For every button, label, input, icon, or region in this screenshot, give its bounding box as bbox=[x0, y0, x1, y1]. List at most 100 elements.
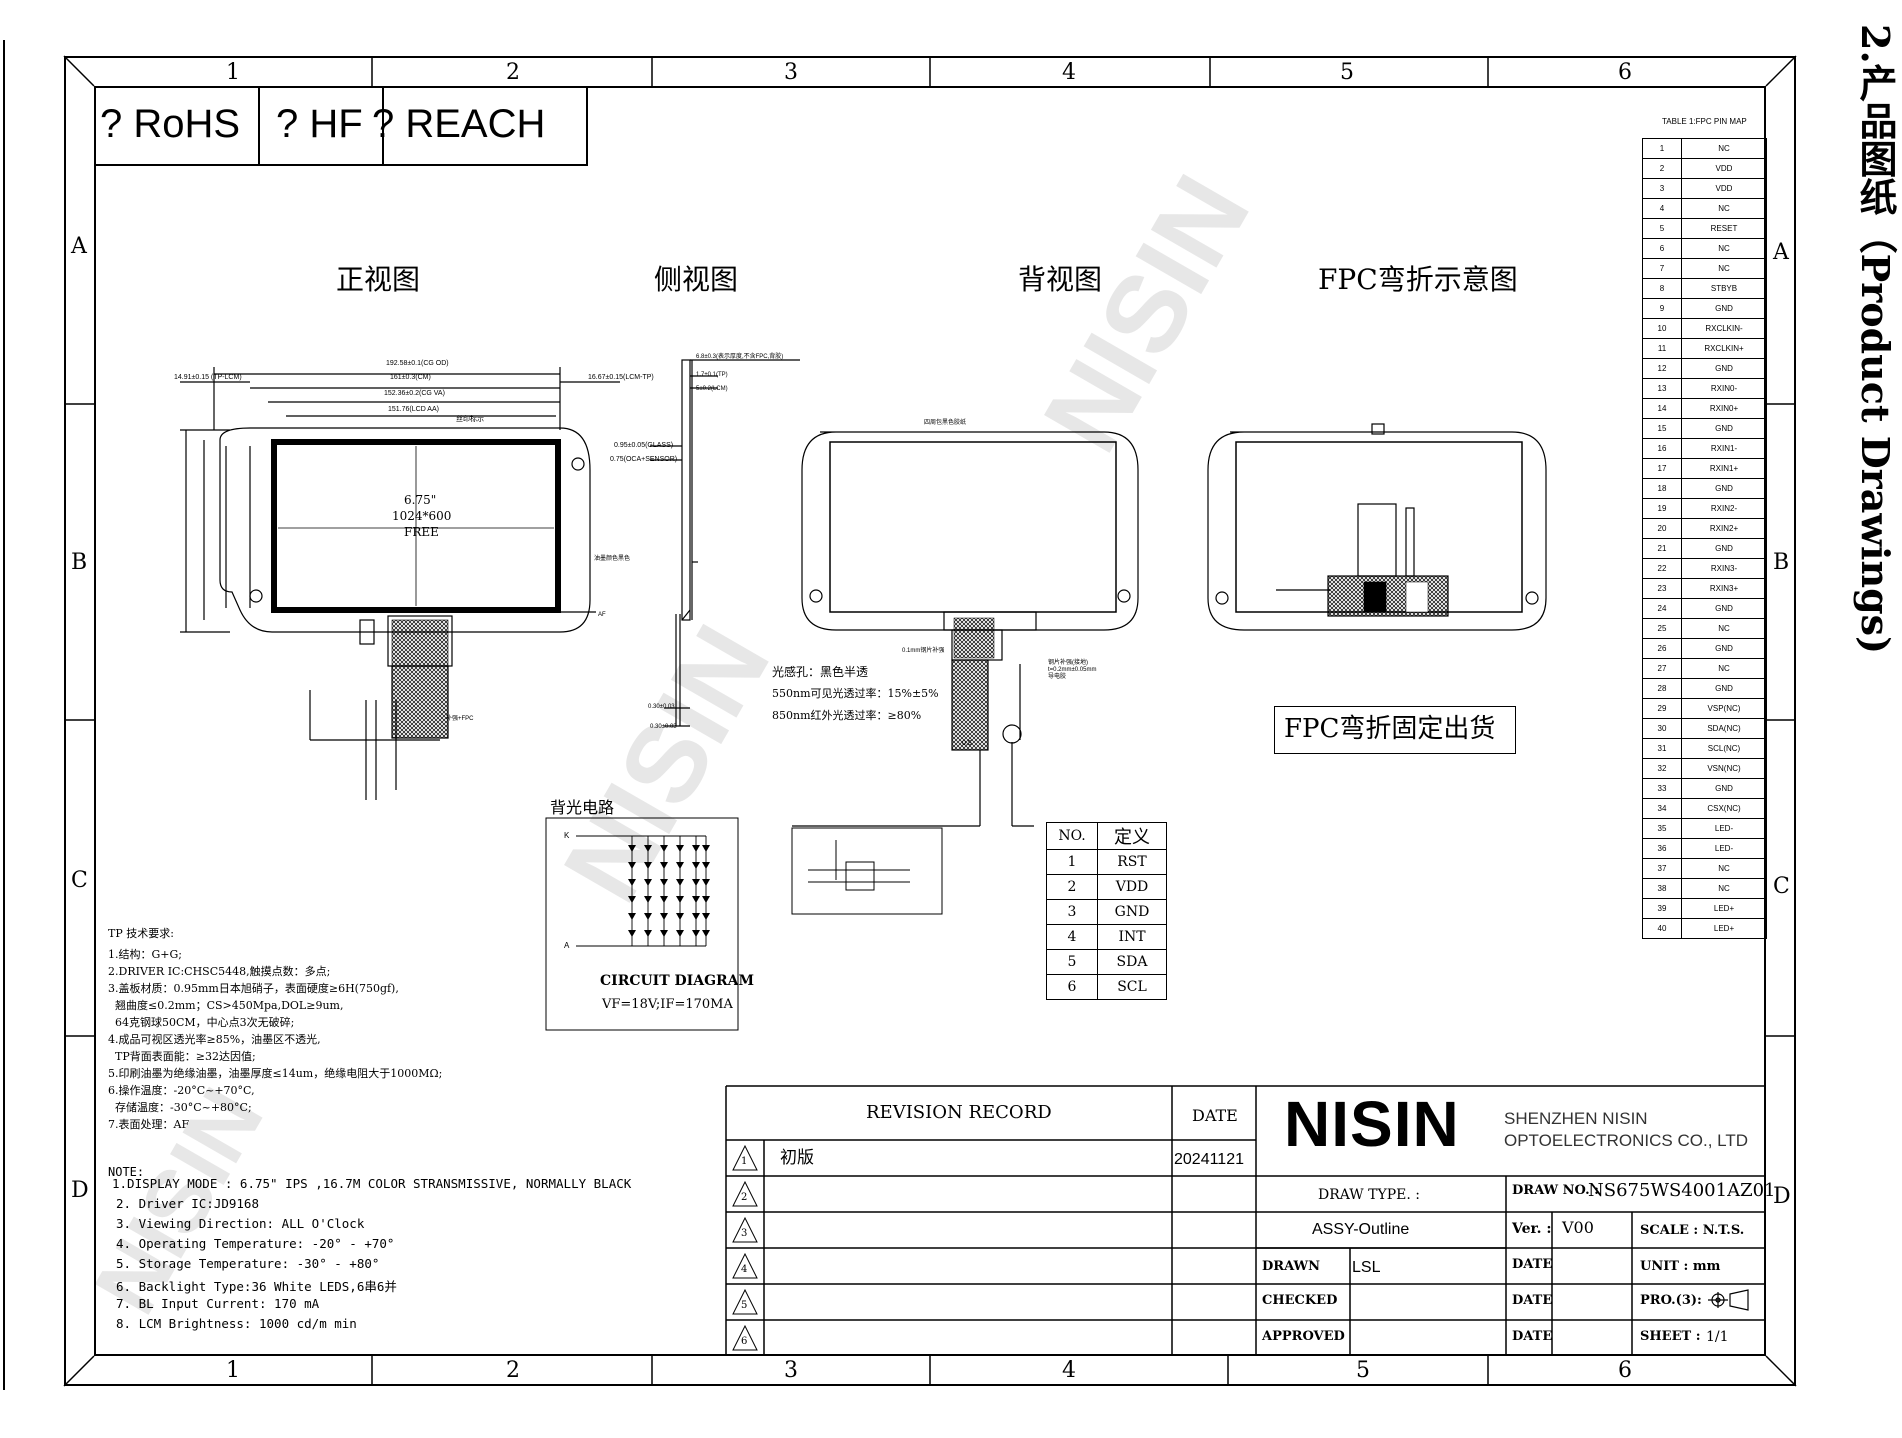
checked-label: CHECKED bbox=[1262, 1293, 1338, 1308]
pin-number: 13 bbox=[1642, 378, 1682, 399]
revision-number: 4 bbox=[741, 1264, 748, 1275]
grid-row-label: D bbox=[1773, 1184, 1791, 1209]
side-view-drawing bbox=[650, 359, 800, 727]
pin-number: 15 bbox=[1642, 418, 1682, 439]
pin-signal: GND bbox=[1681, 598, 1767, 619]
lcd-note-line: 3. Viewing Direction: ALL O'Clock bbox=[116, 1216, 365, 1231]
dim-label: 0.95±0.05(GLASS) bbox=[614, 442, 674, 449]
compliance-box bbox=[94, 86, 588, 166]
reach-label: ? REACH bbox=[372, 102, 546, 146]
hf-label: ? HF bbox=[276, 102, 363, 146]
backlight-a: A bbox=[564, 941, 570, 950]
pin-signal: RXIN1- bbox=[1681, 438, 1767, 459]
tp-note-line: 5.印刷油墨为绝缘油墨，油墨厚度≤14um，绝缘电阻大于1000MΩ; bbox=[108, 1067, 443, 1080]
led-symbol bbox=[692, 913, 700, 920]
unit-label: UNIT : mm bbox=[1640, 1259, 1721, 1274]
pin-signal: NC bbox=[1681, 238, 1767, 259]
led-symbol bbox=[628, 913, 636, 920]
connector-no: 2 bbox=[1046, 874, 1098, 900]
pin-number: 1 bbox=[1642, 138, 1682, 159]
title-block-lines bbox=[1255, 1085, 1766, 1356]
led-symbol bbox=[628, 896, 636, 903]
conn-header-no: NO. bbox=[1046, 822, 1098, 850]
sheet-value: 1/1 bbox=[1706, 1329, 1729, 1345]
pin-number: 18 bbox=[1642, 478, 1682, 499]
revision-block-lines bbox=[725, 1085, 1256, 1356]
dim-label: 1.7±0.1(TP) bbox=[696, 372, 728, 378]
dim-label: 0.5 bbox=[962, 740, 972, 747]
draw-no-value: NS675WS4001AZ01 bbox=[1588, 1180, 1776, 1201]
screen-size: 6.75" bbox=[404, 493, 437, 507]
pin-signal: NC bbox=[1681, 878, 1767, 899]
pin-signal: LED- bbox=[1681, 838, 1767, 859]
pin-signal: RXCLKIN+ bbox=[1681, 338, 1767, 359]
pin-table-title: TABLE 1:FPC PIN MAP bbox=[1662, 117, 1747, 126]
connector-signal: INT bbox=[1097, 924, 1167, 950]
led-symbol bbox=[692, 896, 700, 903]
pin-number: 3 bbox=[1642, 178, 1682, 199]
sheet-label: SHEET : bbox=[1640, 1329, 1701, 1344]
pin-number: 6 bbox=[1642, 238, 1682, 259]
pin-number: 27 bbox=[1642, 658, 1682, 679]
led-symbol bbox=[676, 879, 684, 886]
front-view-drawing bbox=[180, 367, 620, 800]
led-symbol bbox=[702, 862, 710, 869]
grid-col-label: 2 bbox=[506, 1358, 520, 1383]
led-symbol bbox=[676, 845, 684, 852]
led-symbol bbox=[692, 862, 700, 869]
backlight-diagram-label: CIRCUIT DIAGRAM bbox=[600, 973, 755, 989]
pin-signal: RXIN3- bbox=[1681, 558, 1767, 579]
grid-col-label: 4 bbox=[1062, 60, 1076, 85]
led-symbol bbox=[702, 913, 710, 920]
tp-note-line: 2.DRIVER IC:CHSC5448,触摸点数：多点; bbox=[108, 965, 331, 978]
pin-signal: RXCLKIN- bbox=[1681, 318, 1767, 339]
grid-col-label: 1 bbox=[226, 60, 240, 85]
draw-type-label: DRAW TYPE. : bbox=[1318, 1187, 1420, 1203]
pin-number: 12 bbox=[1642, 358, 1682, 379]
draw-type-value: ASSY-Outline bbox=[1312, 1221, 1410, 1238]
grid-col-label: 3 bbox=[784, 1358, 798, 1383]
compliance-divider bbox=[258, 86, 260, 166]
lcd-note-line: 1.DISPLAY MODE : 6.75" IPS ,16.7M COLOR … bbox=[112, 1176, 632, 1191]
pin-signal: GND bbox=[1681, 638, 1767, 659]
back-fpc-hatch bbox=[951, 617, 995, 751]
compliance-divider bbox=[382, 86, 384, 166]
pin-number: 16 bbox=[1642, 438, 1682, 459]
pin-number: 17 bbox=[1642, 458, 1682, 479]
pin-number: 10 bbox=[1642, 318, 1682, 339]
led-symbol bbox=[702, 930, 710, 937]
tp-note-line: 3.盖板材质：0.95mm日本旭硝子，表面硬度≥6H(750gf), bbox=[108, 982, 399, 995]
fpc-bent-hatch bbox=[1327, 575, 1449, 617]
pin-number: 8 bbox=[1642, 278, 1682, 299]
pin-number: 36 bbox=[1642, 838, 1682, 859]
draw-no-label: DRAW NO. : bbox=[1512, 1183, 1599, 1198]
tp-note-line: 4.成品可视区透光率≥85%，油墨区不透光, bbox=[108, 1033, 321, 1046]
callout-label: 四周包黑色胶纸 bbox=[924, 420, 967, 426]
tp-note-line: 存储温度：-30°C~+80°C; bbox=[108, 1101, 252, 1114]
grid-col-label: 3 bbox=[784, 60, 798, 85]
pin-number: 23 bbox=[1642, 578, 1682, 599]
visible-rate-note: 550nm可见光透过率：15%±5% bbox=[772, 687, 939, 700]
led-symbol bbox=[676, 862, 684, 869]
pin-number: 19 bbox=[1642, 498, 1682, 519]
ir-rate-note: 850nm红外光透过率：≥80% bbox=[772, 709, 922, 722]
grid-row-label: A bbox=[71, 234, 87, 259]
led-symbol bbox=[702, 896, 710, 903]
fpc-shipping-note: FPC弯折固定出货 bbox=[1284, 714, 1496, 744]
revision-date-header: DATE bbox=[1192, 1106, 1238, 1125]
